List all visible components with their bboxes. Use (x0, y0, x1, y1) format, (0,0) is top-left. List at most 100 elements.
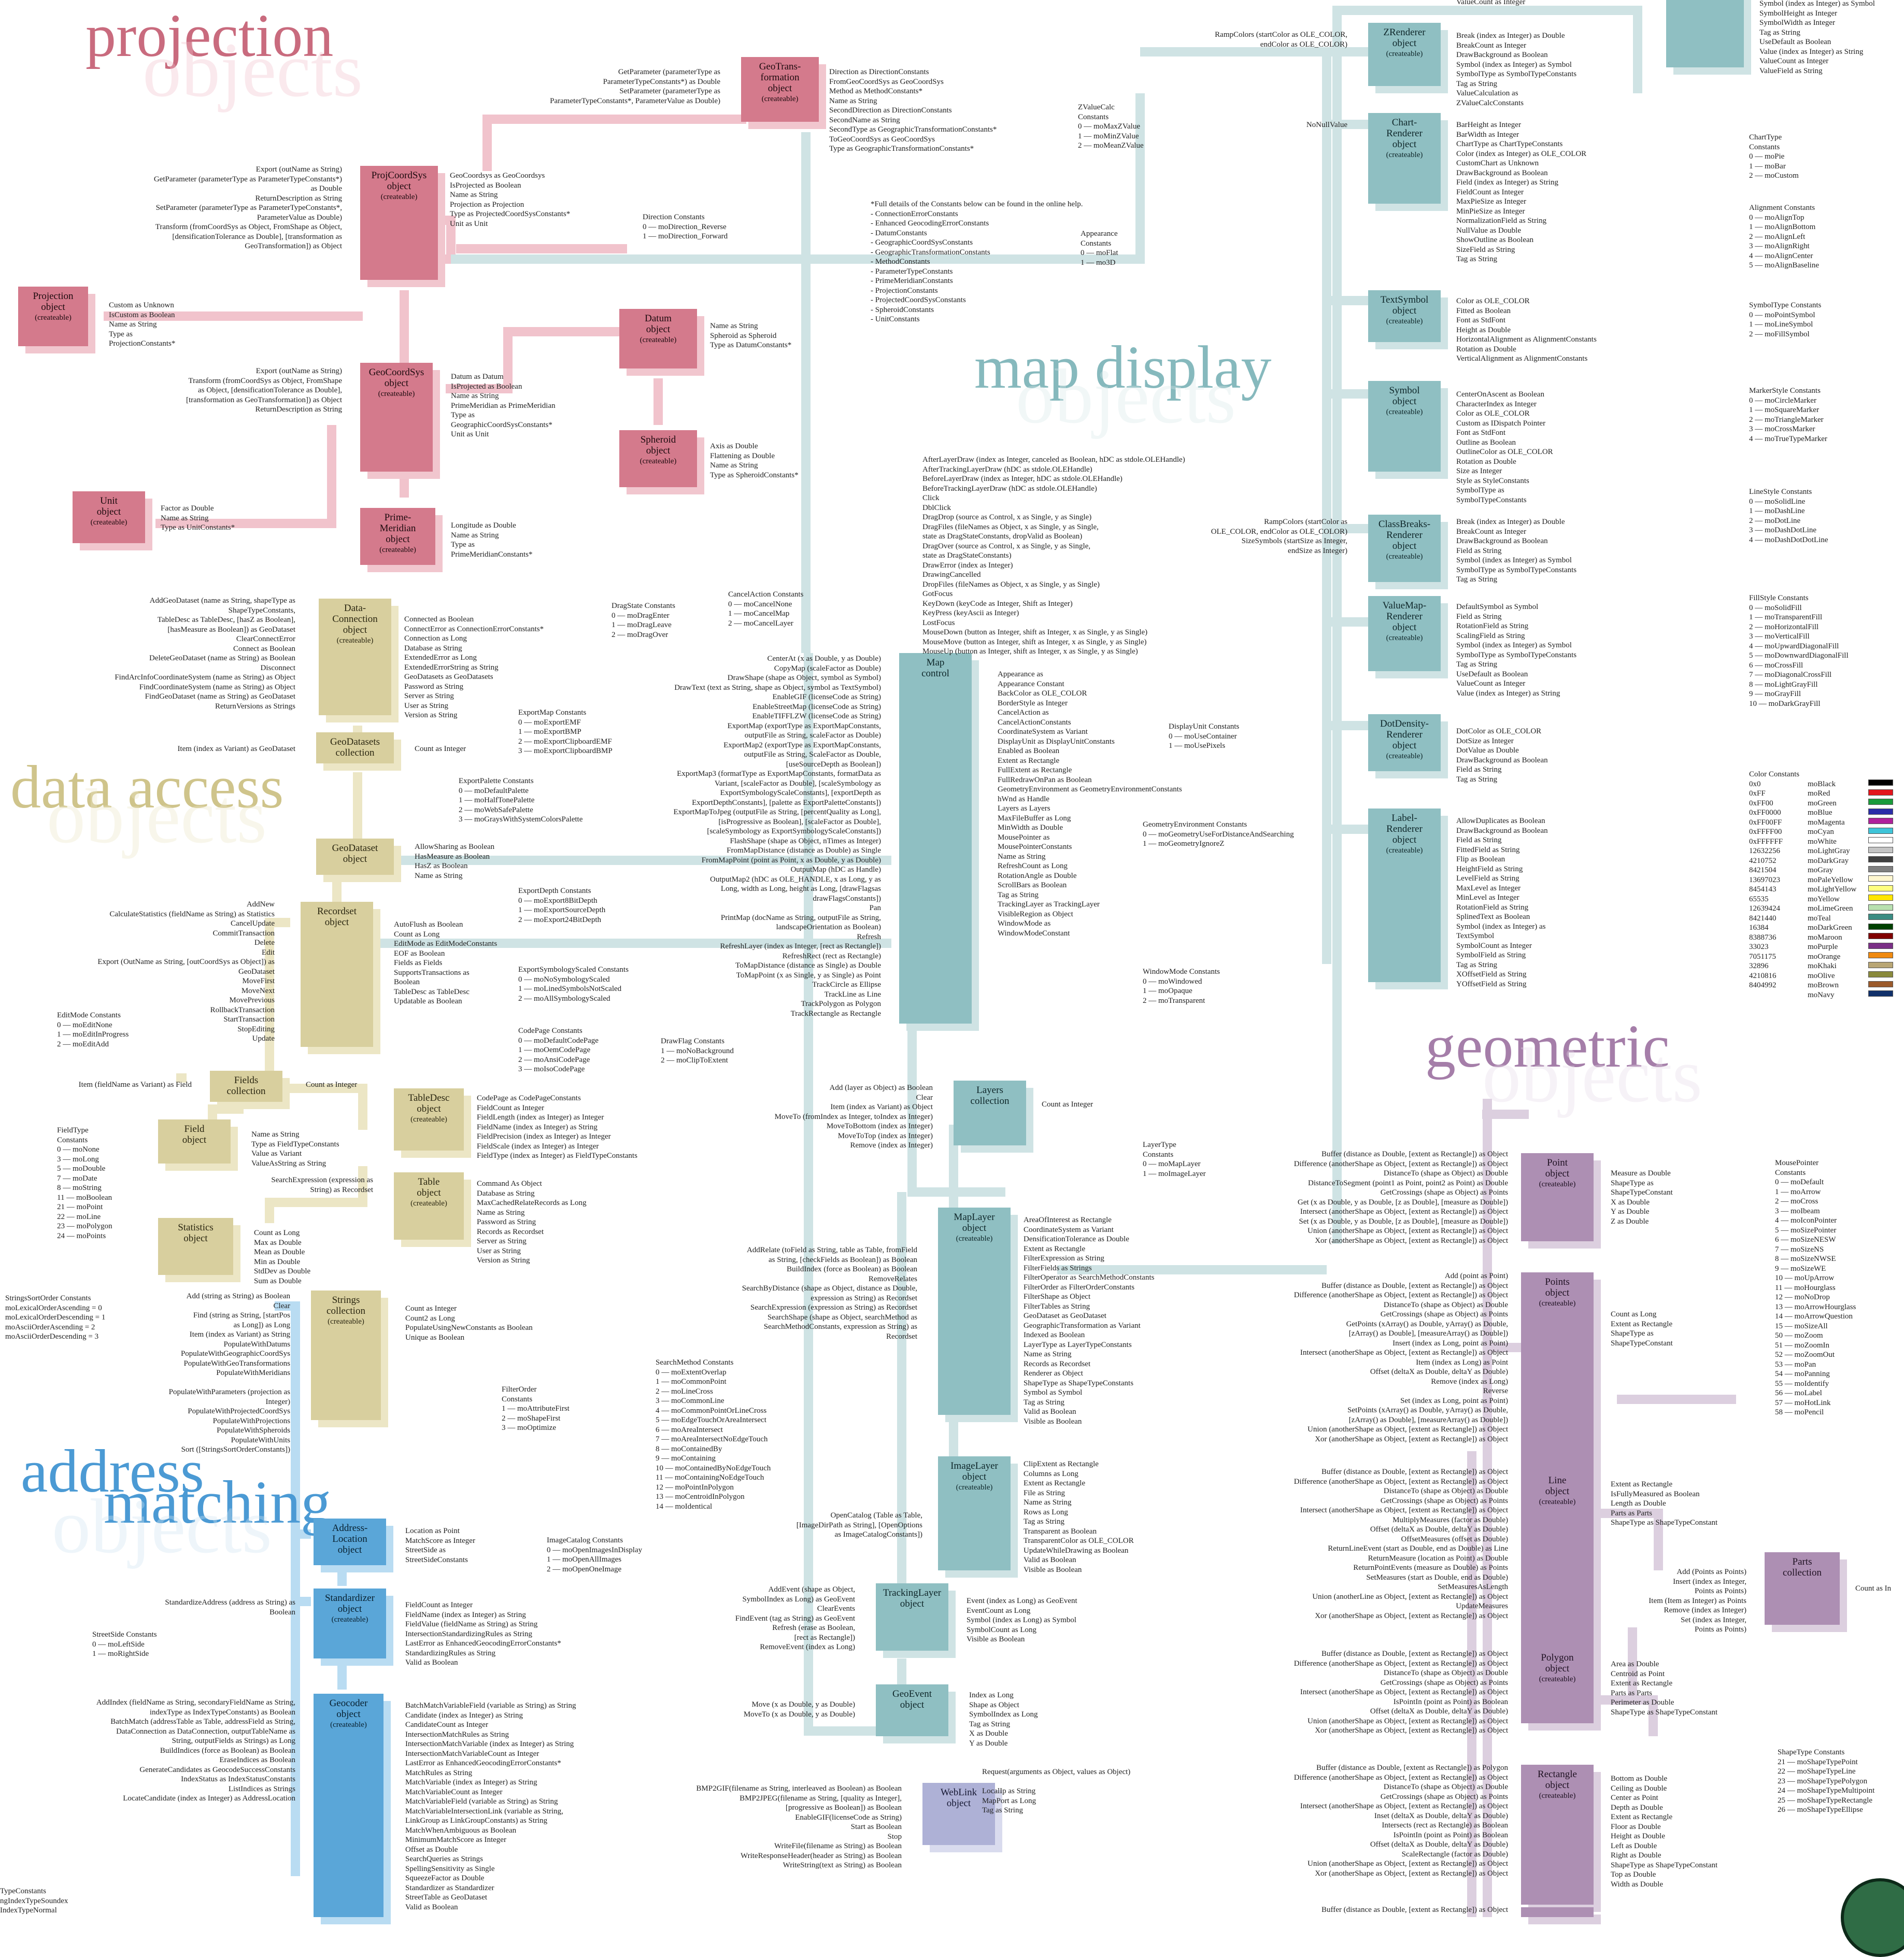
dotdensity-properties: DotColor as OLE_COLOR DotSize as Integer… (1456, 727, 1548, 784)
spheroid-properties: Axis as Double Flattening as Double Name… (710, 442, 799, 479)
layers-collection[interactable]: Layers collection (954, 1081, 1026, 1145)
object-subtitle: (createable) (1386, 552, 1423, 561)
statistics-properties: Count as Long Max as Double Mean as Doub… (254, 1229, 311, 1285)
polygon-properties: Area as Double Centroid as Point Extent … (1611, 1660, 1718, 1717)
imagelayer-properties: ClipExtent as Rectangle Columns as Long … (1024, 1460, 1134, 1574)
dataconnection-object[interactable]: Data- Connection object(createable) (319, 599, 391, 715)
object-title: ValueMap- Renderer object (1382, 600, 1427, 633)
object-subtitle: (createable) (90, 518, 127, 527)
shapetype-constants: ShapeType Constants 21 — moShapeTypePoin… (1778, 1748, 1875, 1814)
spheroid-object[interactable]: Spheroid object(createable) (619, 430, 697, 487)
object-subtitle: (createable) (378, 390, 415, 398)
weblink-object[interactable]: WebLink object (922, 1783, 995, 1845)
section-word: matching (104, 1468, 332, 1536)
trackinglayer-object[interactable]: TrackingLayer object (876, 1583, 948, 1651)
recordset-object[interactable]: Recordset object (301, 902, 373, 1047)
polygon-object[interactable]: Polygon object(createable) (1521, 1648, 1594, 1723)
object-title: Data- Connection object (332, 603, 378, 635)
object-subtitle: (createable) (1386, 752, 1423, 760)
projcoordsys-properties: GeoCoordsys as GeoCoordsys IsProjected a… (450, 172, 571, 228)
geoevent-object[interactable]: GeoEvent object (876, 1684, 948, 1736)
object-subtitle: (createable) (640, 336, 677, 344)
imagelayer-object[interactable]: ImageLayer object(createable) (938, 1456, 1011, 1570)
tabledesc-object[interactable]: TableDesc object(createable) (394, 1088, 464, 1151)
trackinglayer-properties: Event (index as Long) as GeoEvent EventC… (967, 1597, 1077, 1643)
object-title: Unit object (96, 495, 121, 517)
connector-lines (104, 6, 1736, 1917)
color-swatch (1868, 818, 1893, 824)
codepage-constants: CodePage Constants 0 — moDefaultCodePage… (518, 1027, 599, 1073)
points-object[interactable]: Points object(createable) (1521, 1272, 1594, 1472)
strings-collection[interactable]: Strings collection(createable) (311, 1291, 381, 1420)
classbreaks-object[interactable]: ClassBreaks- Renderer object(createable) (1368, 515, 1441, 582)
statistics-object[interactable]: Statistics object (158, 1218, 233, 1275)
alignment-constants: Alignment Constants 0 — moAlignTop 1 — m… (1749, 204, 1819, 270)
object-subtitle: (createable) (1386, 846, 1423, 855)
dragstate-constants: DragState Constants 0 — moDragEnter 1 — … (612, 602, 675, 639)
object-subtitle: (createable) (956, 1235, 993, 1243)
trackinglayer-methods: AddEvent (shape as Object, SymbolIndex a… (735, 1585, 855, 1651)
object-title: Rectangle object (1538, 1769, 1577, 1791)
symboltype-constants: SymbolType Constants 0 — moPointSymbol 1… (1749, 301, 1822, 338)
field-object[interactable]: Field object (158, 1119, 231, 1164)
standardizer-properties: FieldCount as Integer FieldName (index a… (405, 1601, 561, 1667)
object-title: ZRenderer object (1383, 27, 1426, 49)
section-word-ghost: objects (52, 1483, 272, 1569)
strings-methods: Add (string as String) as Boolean Clear … (168, 1292, 290, 1454)
symbol-object[interactable]: Symbol object(createable) (1368, 381, 1441, 472)
valuemap-object[interactable]: ValueMap- Renderer object(createable) (1368, 596, 1441, 671)
polygon-methods: Buffer (distance as Double, [extent as R… (1294, 1650, 1508, 1735)
color-swatch (1868, 981, 1893, 987)
object-subtitle: (createable) (336, 636, 374, 645)
maplayer-object[interactable]: MapLayer object(createable) (938, 1208, 1011, 1415)
section-word-ghost: objects (143, 27, 363, 113)
chartrenderer-object[interactable]: Chart- Renderer object(createable) (1368, 113, 1441, 204)
object-title: Statistics object (178, 1222, 214, 1244)
object-subtitle: (createable) (1386, 634, 1423, 642)
object-title: TableDesc object (408, 1093, 450, 1114)
datum-object[interactable]: Datum object(createable) (619, 309, 697, 368)
object-title: Fields collection (226, 1075, 266, 1097)
projcoordsys-object[interactable]: ProjCoordSys object(createable) (360, 166, 438, 280)
rectangle-object[interactable]: Rectangle object(createable) (1521, 1765, 1594, 1905)
textsymbol-object[interactable]: TextSymbol object(createable) (1368, 290, 1441, 342)
object-title: GeoDataset object (332, 843, 378, 864)
section-word: projection (86, 2, 334, 69)
section-word-ghost: objects (1482, 1032, 1702, 1118)
line-object[interactable]: Line object(createable) (1521, 1471, 1594, 1650)
recordset-properties: AutoFlush as Boolean Count as Long EditM… (394, 920, 498, 1005)
point-object[interactable]: Point object(createable) (1521, 1153, 1594, 1241)
primemeridian-object[interactable]: Prime- Meridian object(createable) (360, 508, 435, 565)
geodatasets-collection[interactable]: GeoDatasets collection (316, 732, 394, 763)
primemeridian-properties: Longitude as Double Name as String Type … (451, 521, 533, 559)
object-title: TextSymbol object (1380, 294, 1429, 316)
addresslocation-object[interactable]: Address- Location object (314, 1519, 386, 1565)
geocoordsys-object[interactable]: GeoCoordSys object(createable) (360, 363, 433, 472)
recordset-methods: AddNew CalculateStatistics (fieldName as… (97, 900, 275, 1043)
projection-object[interactable]: Projection object(createable) (18, 287, 88, 346)
drawflag-constants: DrawFlag Constants 1 — moNoBackground 2 … (661, 1037, 734, 1065)
object-title: TrackingLayer object (883, 1587, 942, 1609)
point-properties: Measure as Double ShapeType as ShapeType… (1611, 1169, 1673, 1226)
geocoordsys-methods: Export (outName as String) Transform (fr… (186, 367, 342, 414)
unit-object[interactable]: Unit object(createable) (73, 491, 145, 543)
object-title: Layers collection (970, 1085, 1010, 1107)
color-swatch (1868, 952, 1893, 958)
color-swatch (1868, 837, 1893, 843)
zrenderer-object[interactable]: ZRenderer object(createable) (1368, 23, 1441, 86)
geocoder-object[interactable]: Geocoder object(createable) (314, 1694, 383, 1917)
fields-collection[interactable]: Fields collection (210, 1071, 282, 1102)
labelrenderer-object[interactable]: Label- Renderer object(createable) (1368, 809, 1441, 982)
geodataset-object[interactable]: GeoDataset object (316, 839, 394, 875)
section-word: address (21, 1437, 204, 1505)
dotdensity-object[interactable]: DotDensity- Renderer object(createable) (1368, 714, 1441, 771)
parts-methods: Add (Points as Points) Insert (index as … (1649, 1568, 1746, 1634)
parts-collection[interactable]: Parts collection (1765, 1552, 1840, 1625)
standardizer-object[interactable]: Standardizer object(createable) (314, 1589, 386, 1658)
streetside-constants: StreetSide Constants 0 — moLeftSide 1 — … (92, 1630, 157, 1658)
map-control[interactable]: Map control (899, 653, 972, 1024)
mapcontrol-properties: Appearance as Appearance Constant BackCo… (998, 670, 1182, 938)
table-object[interactable]: Table object(createable) (394, 1172, 464, 1240)
stringssort-constants: StringsSortOrder Constants moLexicalOrde… (5, 1294, 106, 1341)
geotransformation-object[interactable]: GeoTrans- formation object(createable) (741, 57, 819, 122)
